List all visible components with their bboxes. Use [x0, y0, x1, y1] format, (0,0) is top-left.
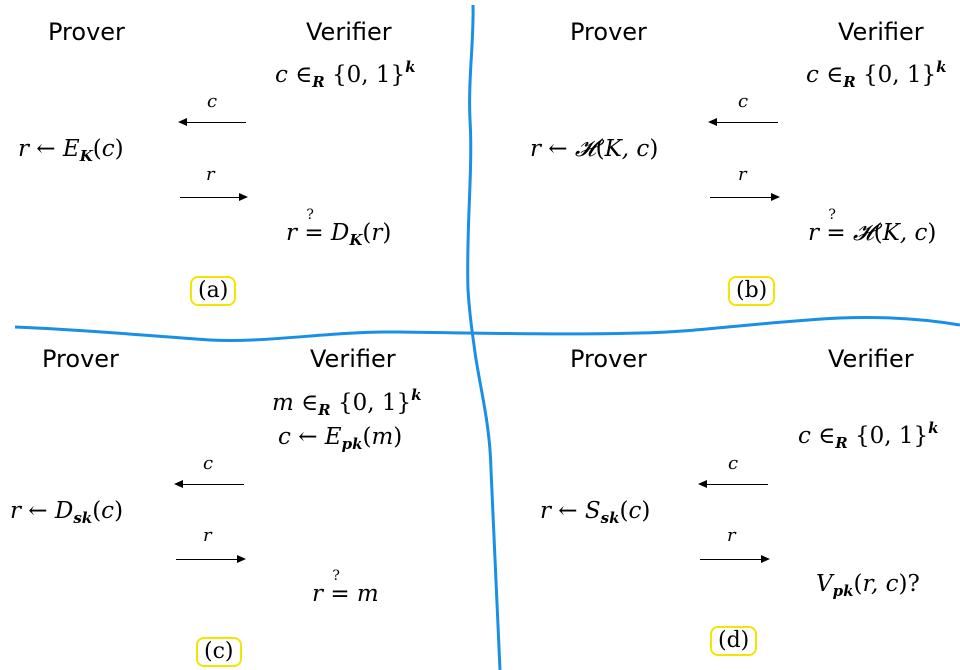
prover-header-c: Prover: [42, 345, 119, 373]
arrow-label-r-a: r: [206, 164, 215, 185]
check-b: r ?= 𝓗(K, c): [808, 207, 937, 246]
response-a: r ← EK(c): [18, 136, 124, 165]
challenge-d: c ∈R {0, 1}k: [798, 419, 939, 452]
challenge-b: c ∈R {0, 1}k: [806, 58, 947, 91]
arrow-c-c: [174, 480, 244, 488]
arrow-r-b: [710, 193, 780, 201]
response-d: r ← Ssk(c): [540, 498, 651, 527]
arrow-label-c-a: c: [207, 91, 218, 112]
tag-a: (a): [190, 276, 237, 307]
arrow-r-a: [180, 193, 248, 201]
verifier-header-d: Verifier: [828, 345, 914, 373]
arrow-label-c-d: c: [728, 453, 739, 474]
arrow-label-c-c: c: [203, 453, 214, 474]
verifier-header-a: Verifier: [306, 18, 392, 46]
verifier-header-b: Verifier: [838, 18, 924, 46]
tag-d: (d): [710, 626, 758, 657]
prover-header-d: Prover: [570, 345, 647, 373]
challenge-c: m ∈R {0, 1}k: [272, 386, 422, 419]
prover-header-a: Prover: [48, 18, 125, 46]
tag-c: (c): [196, 637, 242, 668]
check-a: r ?= DK(r): [286, 207, 392, 249]
check-d: Vpk(r, c)?: [816, 571, 920, 600]
challenge-a: c ∈R {0, 1}k: [275, 58, 416, 91]
arrow-label-c-b: c: [738, 91, 749, 112]
prover-header-b: Prover: [570, 18, 647, 46]
arrow-c-b: [708, 118, 778, 126]
arrow-r-c: [176, 555, 246, 563]
check-c: r ?= m: [312, 568, 379, 607]
arrow-label-r-b: r: [738, 164, 747, 185]
arrow-c-a: [178, 118, 246, 126]
encrypt-c: c ← Epk(m): [278, 424, 403, 453]
horizontal-divider: [14, 315, 960, 342]
arrow-c-d: [698, 480, 768, 488]
response-c: r ← Dsk(c): [10, 498, 124, 527]
tag-b: (b): [728, 276, 776, 307]
response-b: r ← 𝓗(K, c): [530, 136, 659, 162]
vertical-divider: [466, 4, 502, 670]
arrow-label-r-c: r: [203, 525, 212, 546]
arrow-label-r-d: r: [727, 525, 736, 546]
verifier-header-c: Verifier: [310, 345, 396, 373]
arrow-r-d: [700, 555, 770, 563]
